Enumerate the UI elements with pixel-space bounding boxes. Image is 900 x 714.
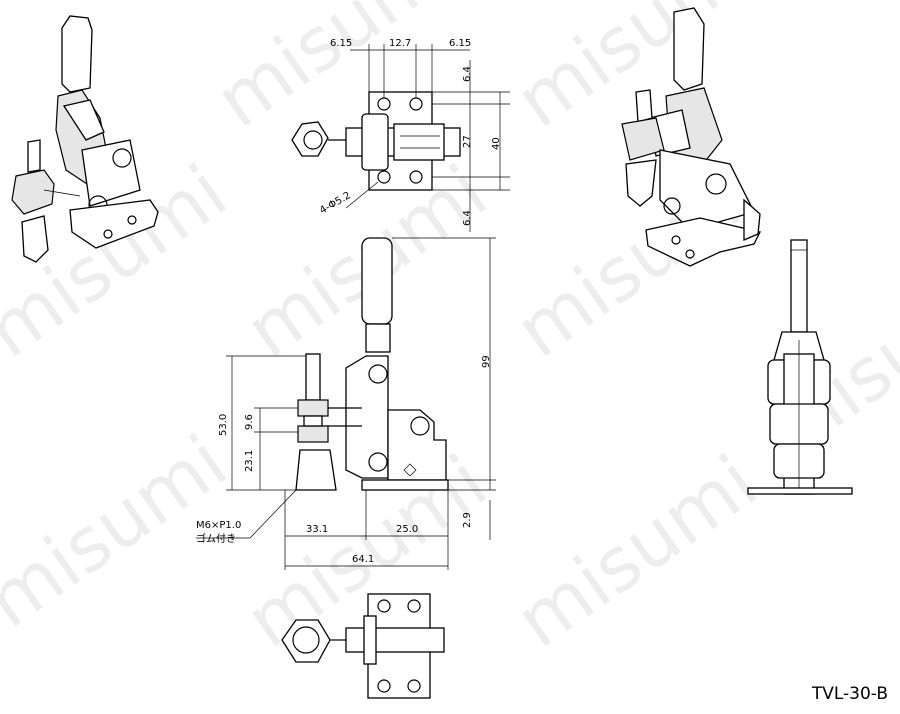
- dim-99: 99: [481, 355, 492, 368]
- front-view: 99 53.0 9.6 23.1 2.9 33.1 25.0 64.1 M6×P…: [196, 237, 496, 570]
- dim-23-1: 23.1: [244, 450, 255, 472]
- dim-33-1: 33.1: [306, 524, 328, 535]
- dim-6-4-top: 6.4: [462, 66, 473, 82]
- watermark-4: misumi: [0, 419, 242, 645]
- dim-27: 27: [462, 135, 473, 148]
- dim-25-0: 25.0: [396, 524, 418, 535]
- isometric-view-right: [621, 7, 761, 267]
- part-code-label: TVL-30-B: [811, 684, 888, 704]
- watermark-group: misumi misumi misumi misumi misumi misum…: [0, 0, 900, 665]
- bottom-view: [281, 593, 445, 699]
- dim-6-15-right: 6.15: [449, 38, 471, 49]
- watermark-6: misumi: [501, 439, 772, 665]
- dim-2-9: 2.9: [462, 512, 473, 528]
- side-view: [747, 239, 853, 495]
- dim-53-0: 53.0: [218, 414, 229, 436]
- dim-12-7: 12.7: [389, 38, 411, 49]
- isometric-view-left: [11, 15, 159, 263]
- dim-40: 40: [491, 137, 502, 150]
- dim-9-6: 9.6: [244, 414, 255, 430]
- dim-6-15-left: 6.15: [330, 38, 352, 49]
- dim-hole-spec: 4-Φ5.2: [318, 190, 353, 216]
- tip-material: ゴム付き: [196, 532, 236, 545]
- thread-spec: M6×P1.0: [196, 520, 241, 531]
- dim-64-1: 64.1: [352, 554, 374, 565]
- dim-6-4-bottom: 6.4: [462, 210, 473, 226]
